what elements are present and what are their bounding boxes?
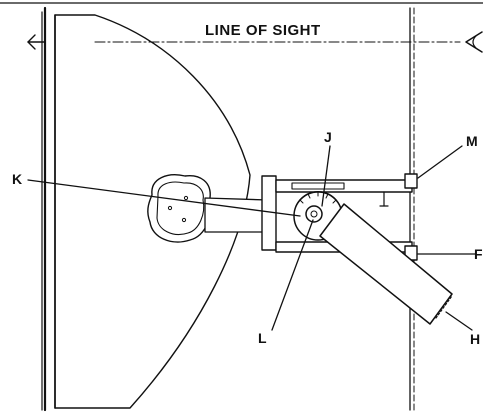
callout-k: K [12,171,22,187]
callout-f: F [474,246,483,262]
tube-end [435,295,453,319]
leader-h [445,311,473,331]
leader-m [417,145,463,179]
mount-block-m [404,173,418,189]
callout-m: M [466,133,478,149]
leader-l [271,219,314,331]
callout-l: L [258,330,267,346]
line-of-sight-label: LINE OF SIGHT [205,22,321,39]
leader-k [27,179,301,217]
eye-icon [465,31,483,53]
callout-h: H [470,331,480,347]
sighting-tube [319,203,453,325]
left-rail [41,6,47,412]
leader-j [321,145,331,207]
callout-j: J [324,129,332,145]
ball-joint [147,174,212,243]
connecting-arm [204,197,269,233]
left-arrow-icon [27,34,46,50]
